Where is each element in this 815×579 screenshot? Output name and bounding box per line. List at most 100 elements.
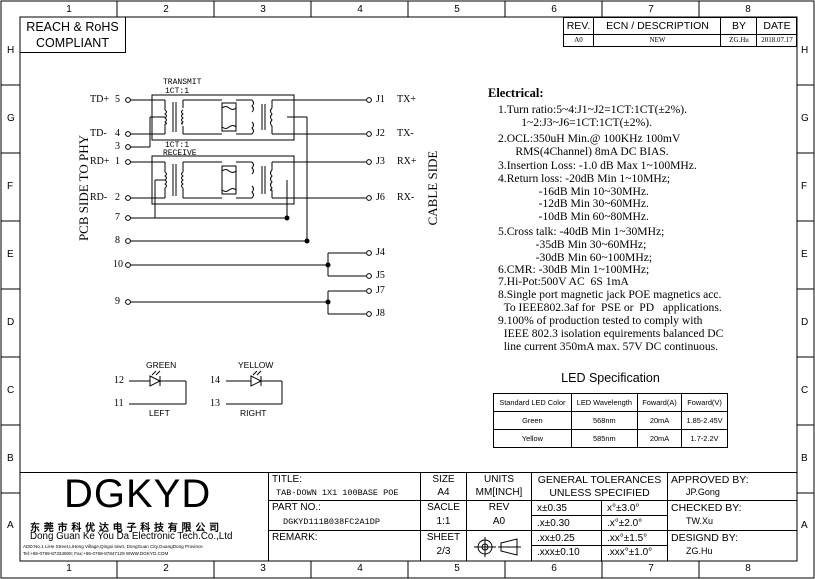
approved-value: JP.Gong bbox=[686, 487, 720, 497]
remark-label: REMARK: bbox=[272, 532, 318, 543]
spec-line: 2.OCL:350uH Min.@ 100KHz 100mV bbox=[498, 132, 681, 145]
zone-label-right: H bbox=[801, 45, 809, 56]
rev-header: REV. bbox=[566, 20, 591, 32]
pin-num-j2: J2 bbox=[376, 128, 385, 139]
part-label: PART NO.: bbox=[272, 502, 321, 513]
revision-table: REV. ECN / DESCRIPTION BY DATE A0 NEW ZG… bbox=[563, 17, 797, 47]
zone-label-right: F bbox=[801, 181, 808, 192]
pin-num-j1: J1 bbox=[376, 94, 385, 105]
zone-label-right: E bbox=[801, 249, 808, 260]
receive-ratio: 1CT:1 bbox=[165, 141, 190, 150]
spec-line: 4.Return loss: -20dB Min 1~10MHz; bbox=[498, 172, 671, 185]
checked-value: TW.Xu bbox=[686, 516, 714, 526]
tolerance-linear: .xx±0.25 bbox=[537, 533, 575, 544]
zone-label-bottom: 2 bbox=[163, 563, 169, 574]
ecn-header: ECN / DESCRIPTION bbox=[606, 20, 709, 32]
spec-line: -10dB Min 60~80MHz. bbox=[498, 210, 649, 223]
pin-num-j4: J4 bbox=[376, 247, 385, 258]
company-name-en: Dong Guan Ke You Da Electronic Tech.Co.,… bbox=[30, 531, 233, 542]
pin-name-rd-minus: RD- bbox=[90, 192, 108, 203]
zone-label-left: E bbox=[7, 249, 14, 260]
tolerance-linear: .xxx±0.10 bbox=[537, 547, 580, 558]
spec-line: RMS(4Channel) 8mA DC BIAS. bbox=[498, 145, 669, 158]
pin-num-j8: J8 bbox=[376, 308, 385, 319]
pin-num-3: 3 bbox=[115, 141, 120, 152]
tolerance-linear: x±0.35 bbox=[537, 503, 567, 514]
tolerance-linear: .x±0.30 bbox=[537, 518, 570, 529]
compliance-box: REACH & RoHS COMPLIANT bbox=[20, 17, 126, 53]
units-label: UNITS bbox=[484, 474, 514, 485]
date-value: 2018.07.17 bbox=[761, 36, 793, 44]
compliance-line: COMPLIANT bbox=[36, 36, 109, 50]
ecn-value: NEW bbox=[649, 36, 666, 44]
pin-name-rx-plus: RX+ bbox=[397, 156, 417, 167]
zone-label-left: C bbox=[7, 385, 15, 396]
pin-name-tx-minus: TX- bbox=[397, 128, 414, 139]
rev-value: A0 bbox=[574, 36, 583, 44]
pin-num-j5: J5 bbox=[376, 270, 385, 281]
company-contact: Tel:+86-0769-87334608; Fax:+86-0769-8784… bbox=[23, 551, 169, 556]
spec-line: -30dB Min 60~100MHz; bbox=[498, 251, 653, 264]
zone-label-bottom: 4 bbox=[357, 563, 363, 574]
zone-label-right: C bbox=[801, 385, 809, 396]
zone-label-bottom: 1 bbox=[66, 563, 72, 574]
sheet-value: 2/3 bbox=[436, 546, 451, 557]
designed-label: DESIGND BY: bbox=[671, 532, 739, 544]
tolerance-title: GENERAL TOLERANCES bbox=[537, 474, 662, 486]
zone-label-right: G bbox=[801, 113, 809, 124]
checked-label: CHECKED BY: bbox=[671, 502, 742, 514]
transmit-ratio: 1CT:1 bbox=[165, 87, 190, 96]
pin-name-td-plus: TD+ bbox=[90, 94, 109, 105]
date-header: DATE bbox=[763, 20, 791, 32]
pin-name-rx-minus: RX- bbox=[397, 192, 415, 203]
designed-value: ZG.Hu bbox=[686, 546, 713, 556]
zone-label-top: 4 bbox=[357, 4, 363, 15]
zone-label-bottom: 8 bbox=[745, 563, 751, 574]
part-value: DGKYD111B038FC2A1DP bbox=[283, 517, 380, 527]
pin-num-j6: J6 bbox=[376, 192, 385, 203]
by-header: BY bbox=[731, 20, 746, 32]
led-green-pin-b: 11 bbox=[114, 398, 124, 409]
approved-label: APPROVED BY: bbox=[671, 474, 749, 486]
zone-label-bottom: 3 bbox=[260, 563, 266, 574]
pin-num-1: 1 bbox=[115, 156, 120, 167]
transmit-label: TRANSMIT bbox=[163, 78, 202, 87]
zone-label-bottom: 6 bbox=[551, 563, 557, 574]
led-green-symbol bbox=[129, 370, 187, 405]
company-logo: DGKYD bbox=[64, 472, 212, 516]
receive-label: RECEIVE bbox=[163, 149, 197, 158]
pin-name-tx-plus: TX+ bbox=[397, 94, 416, 105]
spec-line: 8.Single port magnetic jack POE magnetic… bbox=[498, 288, 722, 301]
electrical-title: Electrical: bbox=[488, 86, 544, 100]
size-value: A4 bbox=[437, 487, 450, 498]
zone-label-left: F bbox=[7, 181, 14, 192]
zone-label-top: 2 bbox=[163, 4, 169, 15]
spec-line: 1.Turn ratio:5~4:J1~J2=1CT:1CT(±2%). bbox=[498, 103, 688, 116]
right-pin-markers bbox=[366, 97, 372, 317]
company-name-cn: 东 莞 市 科 优 达 电 子 科 技 有 限 公 司 bbox=[30, 523, 220, 534]
zone-label-right: D bbox=[801, 317, 809, 328]
zone-label-left: B bbox=[7, 453, 14, 464]
spec-line: -35dB Min 30~60MHz; bbox=[498, 238, 647, 251]
led-green-label: GREEN bbox=[146, 360, 177, 370]
size-label: SIZE bbox=[432, 474, 455, 485]
pin-num-9: 9 bbox=[115, 296, 120, 307]
tolerance-angular: .xx°±1.5° bbox=[607, 533, 648, 544]
tolerance-angular: .x°±2.0° bbox=[607, 518, 643, 529]
pin-num-j3: J3 bbox=[376, 156, 385, 167]
spec-line: 7.Hi-Pot:500V AC 6S 1mA bbox=[498, 275, 629, 288]
spec-line: 3.Insertion Loss: -1.0 dB Max 1~100MHz. bbox=[498, 159, 697, 172]
led-green-side: LEFT bbox=[149, 408, 170, 418]
tolerance-angular: .xxx°±1.0° bbox=[607, 547, 653, 558]
zone-label-bottom: 7 bbox=[648, 563, 654, 574]
pin-num-2: 2 bbox=[115, 192, 120, 203]
led-spec-title: LED Specification bbox=[561, 371, 660, 385]
led-spec-table: Standard LED Color LED Wavelength Foward… bbox=[493, 393, 728, 448]
led-yellow-side: RIGHT bbox=[240, 408, 267, 418]
receive-channel bbox=[130, 161, 366, 219]
led-table-cell: 1.7-2.2V bbox=[681, 429, 728, 448]
tolerance-angular: x°±3.0° bbox=[607, 503, 640, 514]
